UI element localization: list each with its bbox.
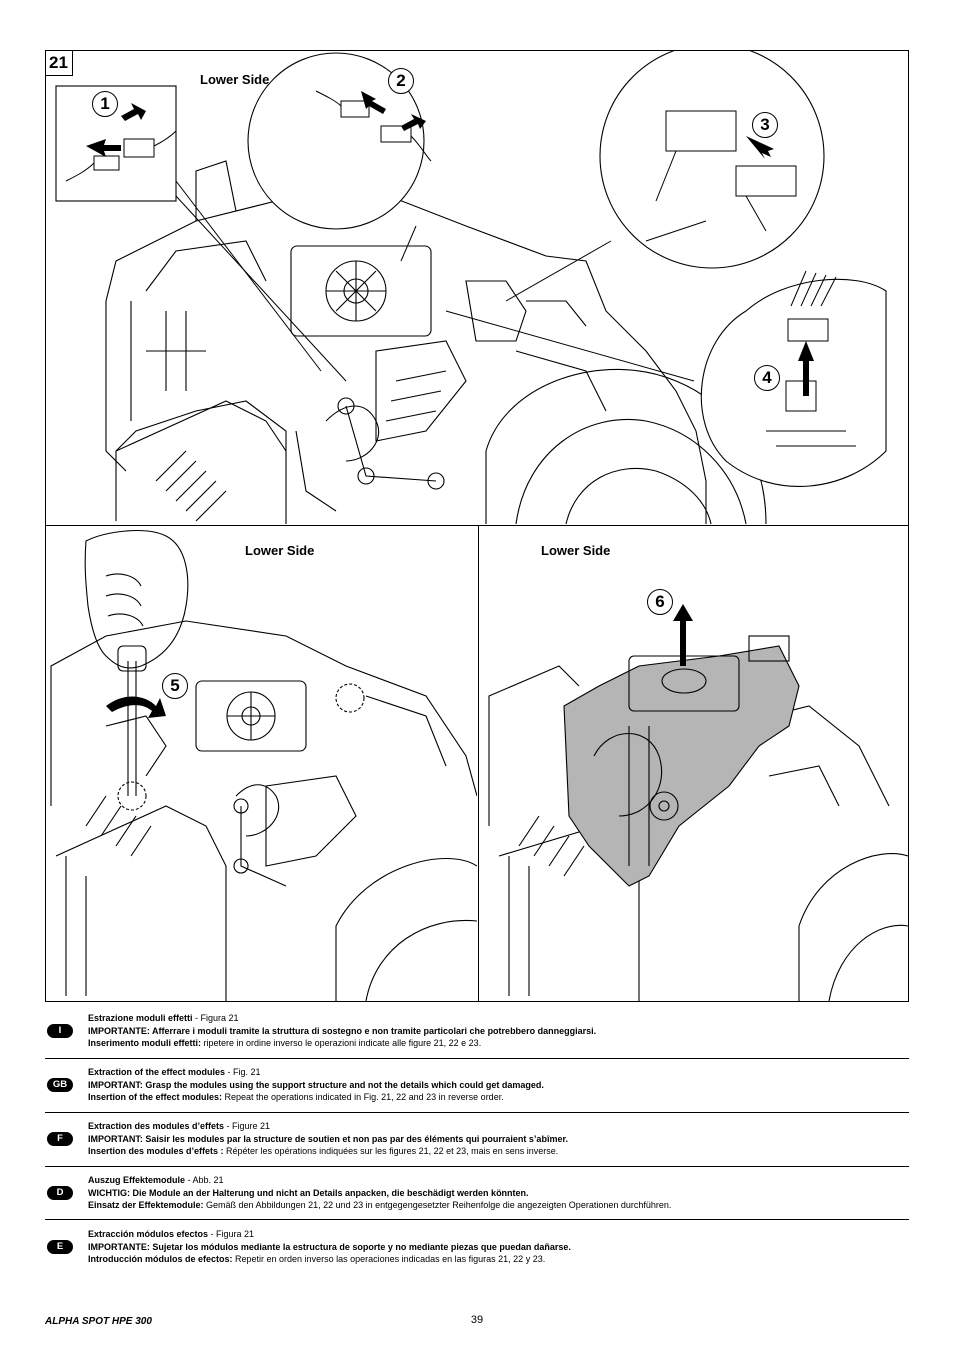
section-separator bbox=[45, 1112, 909, 1113]
step-5-badge: 5 bbox=[162, 673, 188, 699]
page-number: 39 bbox=[470, 1314, 484, 1326]
section-insert-text: Gemäß den Abbildungen 21, 22 und 23 in e… bbox=[203, 1200, 672, 1210]
figure-divider-vertical bbox=[478, 525, 479, 1002]
top-panel-drawing bbox=[55, 51, 887, 524]
section-insert-label: Inserimento moduli effetti: bbox=[88, 1038, 202, 1048]
section-important: WICHTIG: Die Module an der Halterung und… bbox=[88, 1187, 529, 1198]
bottom-right-panel-drawing bbox=[488, 604, 908, 1001]
section-ref: - Abb. 21 bbox=[185, 1175, 224, 1185]
section-ref: - Figura 21 bbox=[192, 1013, 239, 1023]
section-heading: Extraction des modules d’effets bbox=[88, 1121, 225, 1131]
step-3-badge: 3 bbox=[752, 112, 778, 138]
section-insert-text: Répéter les opérations indiquées sur les… bbox=[223, 1146, 559, 1156]
step-6-badge: 6 bbox=[647, 589, 673, 615]
lower-side-label-top: Lower Side bbox=[200, 72, 270, 87]
section-separator bbox=[45, 1166, 909, 1167]
section-heading: Extracción módulos efectos bbox=[88, 1229, 209, 1239]
section-insert-text: Repetir en orden inverso las operaciones… bbox=[232, 1254, 546, 1264]
section-insert-text: ripetere in ordine inverso le operazioni… bbox=[201, 1038, 482, 1048]
section-ref: - Figura 21 bbox=[208, 1229, 255, 1239]
figure-number: 21 bbox=[45, 50, 73, 76]
section-separator bbox=[45, 1219, 909, 1220]
section-insert-label: Insertion des modules d’effets : bbox=[88, 1146, 224, 1156]
step-4-badge: 4 bbox=[754, 365, 780, 391]
figure-divider-horizontal bbox=[45, 525, 909, 526]
section-ref: - Figure 21 bbox=[224, 1121, 271, 1131]
section-ref: - Fig. 21 bbox=[225, 1067, 261, 1077]
section-heading: Auszug Effektemodule bbox=[88, 1175, 186, 1185]
section-insert-label: Introducción módulos de efectos: bbox=[88, 1254, 233, 1264]
footer-product-title: ALPHA SPOT HPE 300 bbox=[45, 1316, 152, 1327]
lower-side-label-bottom-left: Lower Side bbox=[245, 543, 315, 558]
lang-badge-e: E bbox=[47, 1240, 73, 1254]
section-insert-label: Insertion of the effect modules: bbox=[88, 1092, 223, 1102]
section-important: IMPORTANT: Grasp the modules using the s… bbox=[88, 1079, 544, 1090]
step-1-badge: 1 bbox=[92, 91, 118, 117]
section-important: IMPORTANTE: Sujetar los módulos mediante… bbox=[88, 1241, 571, 1252]
section-heading: Estrazione moduli effetti bbox=[88, 1013, 193, 1023]
bottom-left-panel-drawing bbox=[50, 530, 477, 1001]
section-important: IMPORTANTE: Afferrare i moduli tramite l… bbox=[88, 1025, 597, 1036]
figure-frame bbox=[45, 50, 909, 1002]
lower-side-label-bottom-right: Lower Side bbox=[541, 543, 611, 558]
section-important: IMPORTANT: Saisir les modules par la str… bbox=[88, 1133, 568, 1144]
section-separator bbox=[45, 1058, 909, 1059]
section-insert-text: Repeat the operations indicated in Fig. … bbox=[222, 1092, 504, 1102]
lang-badge-d: D bbox=[47, 1186, 73, 1200]
lang-badge-i: I bbox=[47, 1024, 73, 1038]
section-heading: Extraction of the effect modules bbox=[88, 1067, 226, 1077]
lang-badge-f: F bbox=[47, 1132, 73, 1146]
section-insert-label: Einsatz der Effektemodule: bbox=[88, 1200, 204, 1210]
lang-badge-gb: GB bbox=[47, 1078, 73, 1092]
step-2-badge: 2 bbox=[388, 68, 414, 94]
